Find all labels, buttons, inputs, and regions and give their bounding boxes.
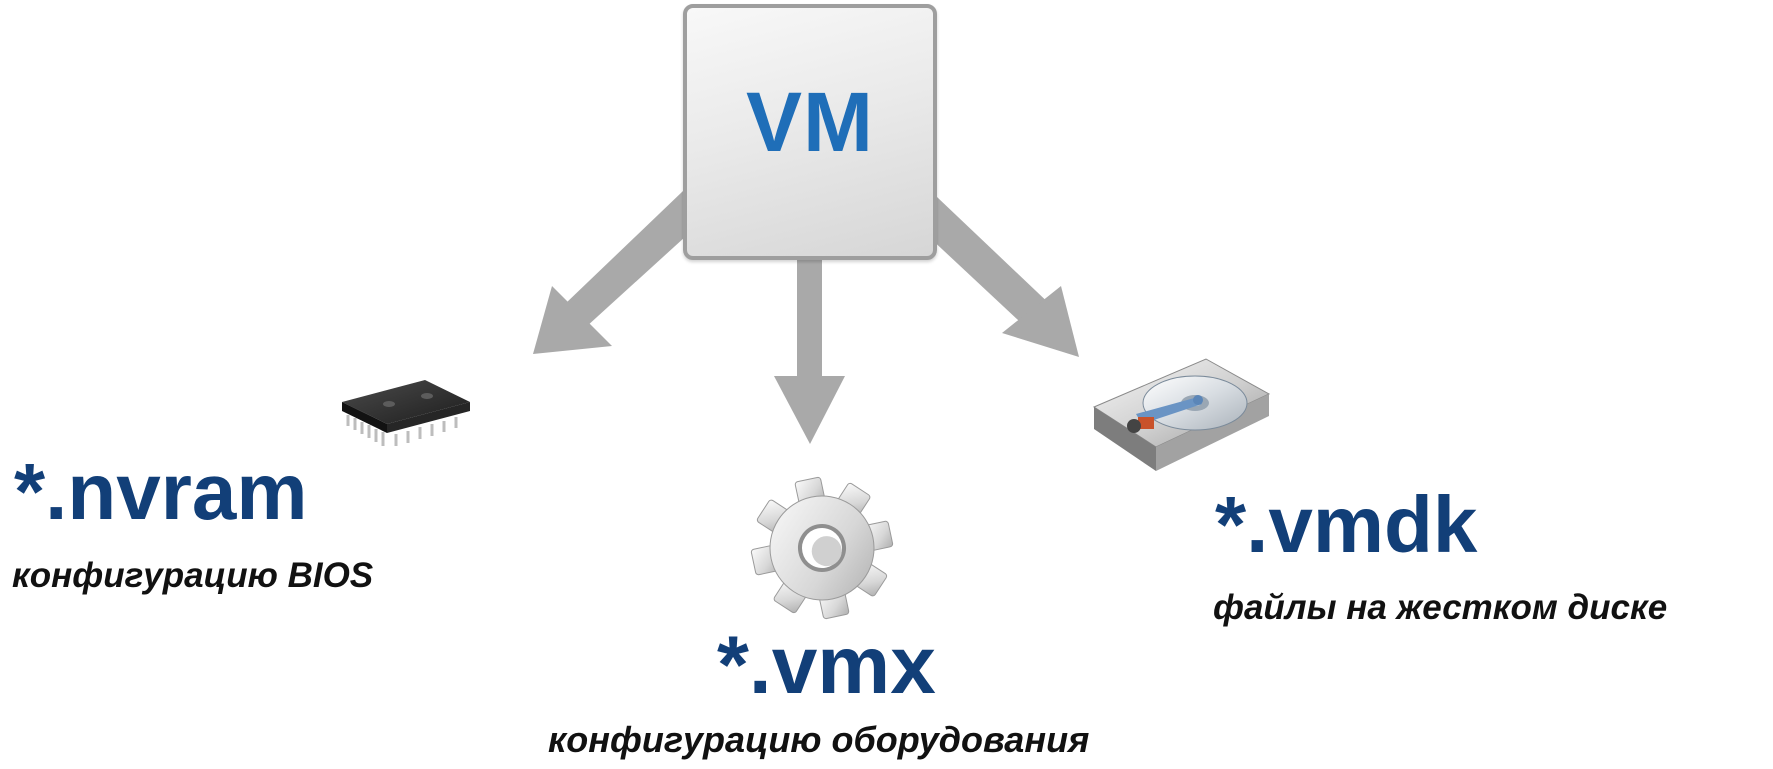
nvram-description: конфигурацию BIOS xyxy=(12,556,374,595)
arrow-to-vmdk xyxy=(913,197,1079,357)
vm-label: VM xyxy=(746,75,874,169)
arrows xyxy=(533,191,1079,444)
vmdk-description: файлы на жестком диске xyxy=(1213,588,1668,627)
arrow-to-vmx xyxy=(774,260,845,444)
chip-icon xyxy=(342,380,470,446)
arrow-to-nvram xyxy=(533,191,707,354)
nvram-extension-label: *.nvram xyxy=(14,447,308,536)
vmdk-extension-label: *.vmdk xyxy=(1215,480,1478,569)
gear-icon xyxy=(750,476,894,620)
hard-drive-icon xyxy=(1092,358,1271,471)
vmx-extension-label: *.vmx xyxy=(717,620,936,711)
vm-box: VM xyxy=(683,4,937,260)
vmx-description: конфигурацию оборудования xyxy=(548,719,1090,760)
